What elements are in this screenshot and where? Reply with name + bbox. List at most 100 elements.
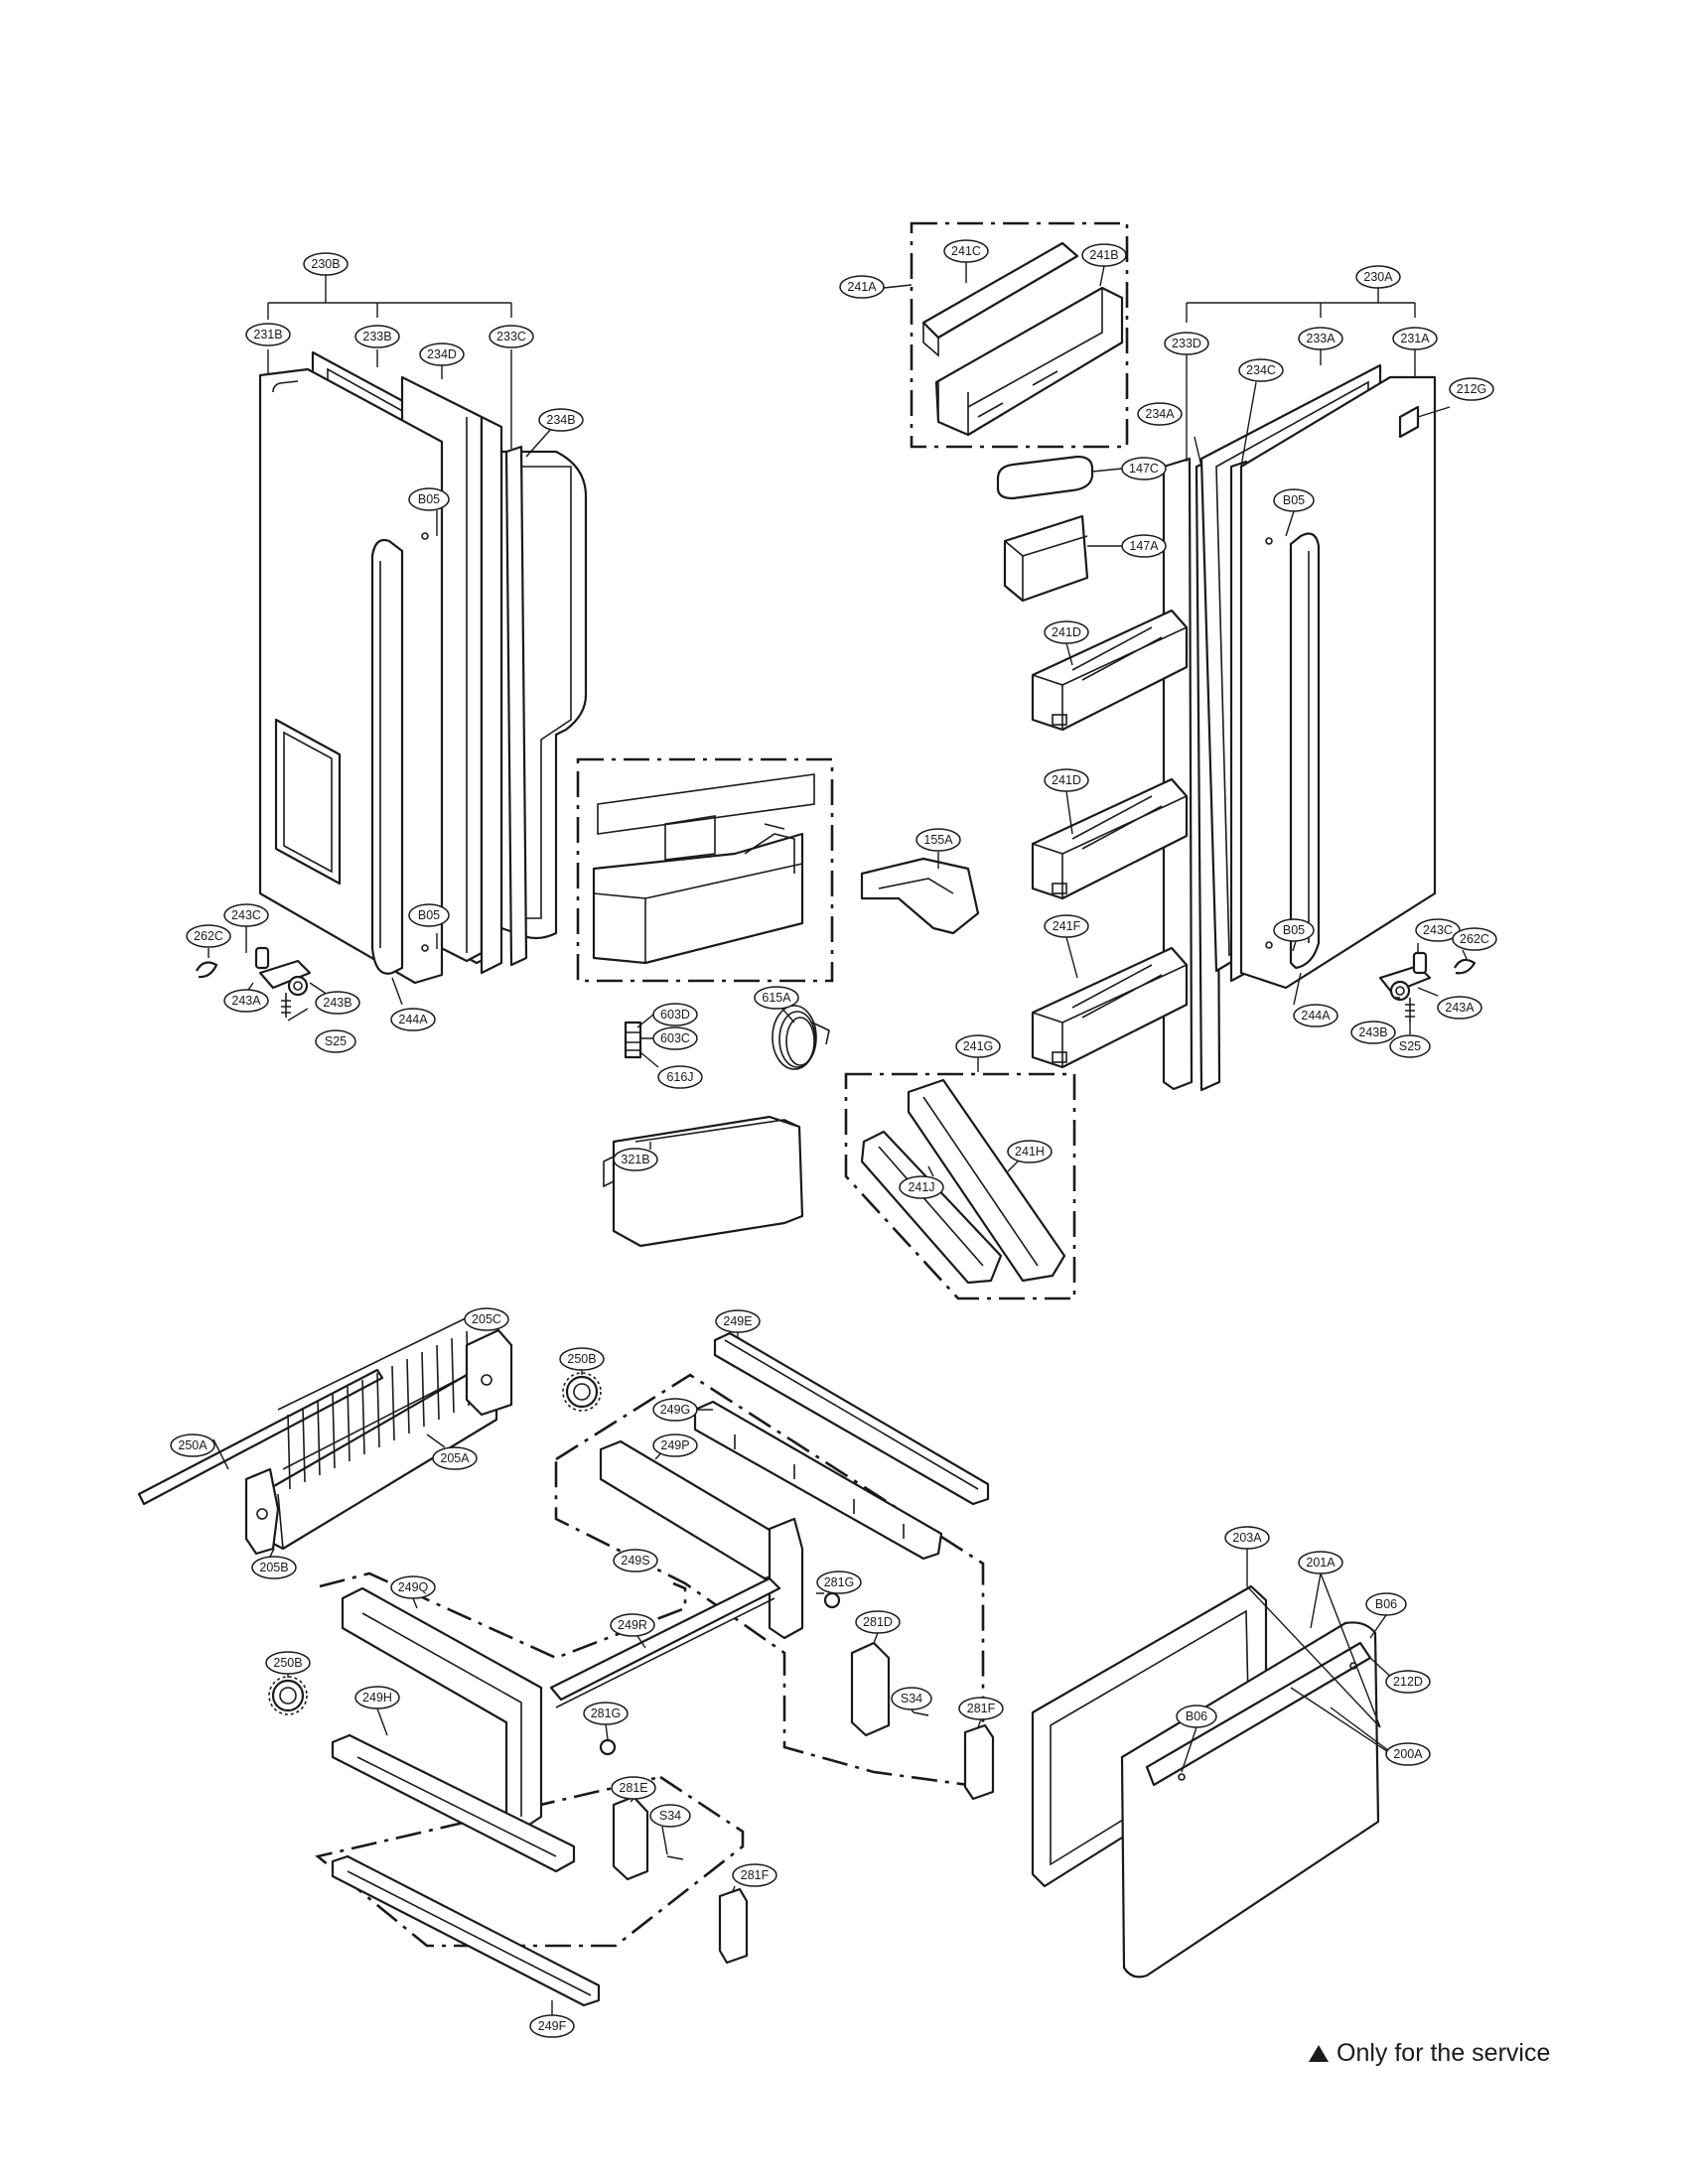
rail-249R	[549, 1576, 781, 1702]
svg-text:249R: 249R	[618, 1618, 647, 1632]
callout-B06-lower: B06	[1176, 1705, 1217, 1728]
right-door-badge-212G	[1398, 405, 1420, 439]
svg-text:205B: 205B	[259, 1561, 288, 1574]
svg-text:234C: 234C	[1246, 363, 1276, 377]
svg-text:241J: 241J	[908, 1180, 934, 1194]
svg-text:B06: B06	[1375, 1597, 1397, 1611]
callout-249H: 249H	[354, 1686, 400, 1709]
rail-249E	[713, 1331, 990, 1506]
callout-616J: 616J	[657, 1065, 703, 1089]
svg-text:603C: 603C	[660, 1031, 690, 1045]
svg-text:212D: 212D	[1393, 1675, 1423, 1689]
callout-241A: 241A	[839, 275, 885, 299]
callout-244A-right: 244A	[1293, 1004, 1338, 1027]
gear-250B-lower	[268, 1676, 308, 1715]
shelf-cover-241C	[921, 241, 1079, 340]
screw-S34-lower	[666, 1855, 684, 1860]
callout-B06-upper: B06	[1365, 1592, 1407, 1616]
callout-233B: 233B	[354, 325, 400, 348]
svg-text:205C: 205C	[472, 1312, 501, 1326]
cover-281F-lower	[718, 1887, 749, 1965]
svg-text:B05: B05	[1283, 923, 1305, 937]
svg-text:250B: 250B	[273, 1656, 302, 1670]
callout-249F: 249F	[529, 2014, 575, 2038]
cover-281F-upper	[963, 1723, 995, 1801]
screw-281G-upper	[823, 1591, 841, 1609]
callout-249E: 249E	[715, 1309, 761, 1333]
svg-text:603D: 603D	[660, 1008, 690, 1022]
svg-text:241G: 241G	[963, 1039, 994, 1053]
callout-234C: 234C	[1238, 358, 1284, 382]
shelf-box-241G	[844, 1072, 1076, 1300]
callout-243A-right: 243A	[1437, 996, 1482, 1020]
callout-281F-lower: 281F	[732, 1863, 777, 1887]
callout-147A: 147A	[1121, 534, 1167, 558]
callout-241H: 241H	[1007, 1140, 1053, 1163]
callout-241C: 241C	[943, 239, 989, 263]
callout-S34-upper: S34	[891, 1687, 932, 1710]
gear-250B-upper	[562, 1372, 602, 1412]
svg-text:244A: 244A	[398, 1013, 428, 1026]
svg-text:249P: 249P	[660, 1438, 689, 1452]
svg-text:233D: 233D	[1172, 337, 1201, 350]
callout-603D: 603D	[652, 1003, 698, 1026]
callout-603C: 603C	[652, 1026, 698, 1050]
callout-250A: 250A	[170, 1433, 215, 1457]
svg-text:249S: 249S	[621, 1554, 649, 1568]
callout-262C-left: 262C	[186, 924, 231, 948]
left-door-panel-231B	[258, 367, 444, 985]
callout-241B: 241B	[1081, 243, 1127, 267]
svg-text:262C: 262C	[194, 929, 223, 943]
svg-text:205A: 205A	[440, 1451, 470, 1465]
callout-281G-upper: 281G	[816, 1570, 862, 1594]
svg-text:243A: 243A	[1445, 1001, 1475, 1015]
svg-text:212G: 212G	[1457, 382, 1487, 396]
svg-text:S25: S25	[1399, 1039, 1421, 1053]
door-bin-241D-lower	[1031, 777, 1189, 900]
callout-243A-left: 243A	[223, 989, 269, 1013]
svg-text:234D: 234D	[427, 347, 457, 361]
svg-text:231A: 231A	[1400, 332, 1430, 345]
svg-text:203A: 203A	[1232, 1531, 1262, 1545]
fitting-616J	[624, 1021, 642, 1059]
callout-249R: 249R	[610, 1613, 655, 1637]
callout-231A: 231A	[1392, 327, 1438, 350]
svg-text:234A: 234A	[1145, 407, 1175, 421]
svg-text:B05: B05	[1283, 493, 1305, 507]
svg-text:321B: 321B	[621, 1153, 649, 1166]
callout-241J: 241J	[899, 1175, 944, 1199]
callout-262C-right: 262C	[1452, 927, 1497, 951]
left-hinge-pin-262C	[196, 961, 218, 979]
rail-bracket-upper	[768, 1517, 804, 1640]
svg-text:233A: 233A	[1306, 332, 1336, 345]
callout-230B: 230B	[303, 252, 349, 276]
callout-281D: 281D	[855, 1610, 901, 1634]
callout-B05-left-upper: B05	[408, 487, 450, 511]
right-door-panel-231A	[1239, 375, 1437, 990]
svg-text:S34: S34	[659, 1809, 681, 1823]
left-door-assembly	[196, 350, 588, 1018]
service-note: Only for the service	[1309, 2039, 1550, 2068]
callout-244A-left: 244A	[390, 1008, 436, 1031]
callout-233A: 233A	[1298, 327, 1343, 350]
callout-615A: 615A	[754, 986, 799, 1010]
callout-203A: 203A	[1224, 1526, 1270, 1550]
callout-243C-right: 243C	[1415, 918, 1461, 942]
svg-text:281G: 281G	[824, 1575, 855, 1589]
water-tube-coil-615A	[772, 1005, 830, 1070]
svg-text:281G: 281G	[591, 1706, 622, 1720]
svg-text:243C: 243C	[1423, 923, 1453, 937]
callout-250B-upper: 250B	[559, 1347, 605, 1371]
left-door-frame-strip	[480, 415, 503, 975]
cover-281E	[612, 1795, 649, 1881]
callout-B05-right-lower: B05	[1273, 918, 1315, 942]
shelf-box-241A	[910, 221, 1129, 449]
cover-281D	[850, 1641, 891, 1737]
callout-234D: 234D	[419, 342, 465, 366]
svg-text:241F: 241F	[1053, 919, 1081, 933]
rail-assembly-box-upper	[554, 1373, 985, 1789]
dispenser-housing-box	[576, 757, 834, 983]
right-door-assembly	[1162, 363, 1477, 1092]
svg-text:147A: 147A	[1129, 539, 1159, 553]
svg-text:249Q: 249Q	[398, 1580, 429, 1594]
